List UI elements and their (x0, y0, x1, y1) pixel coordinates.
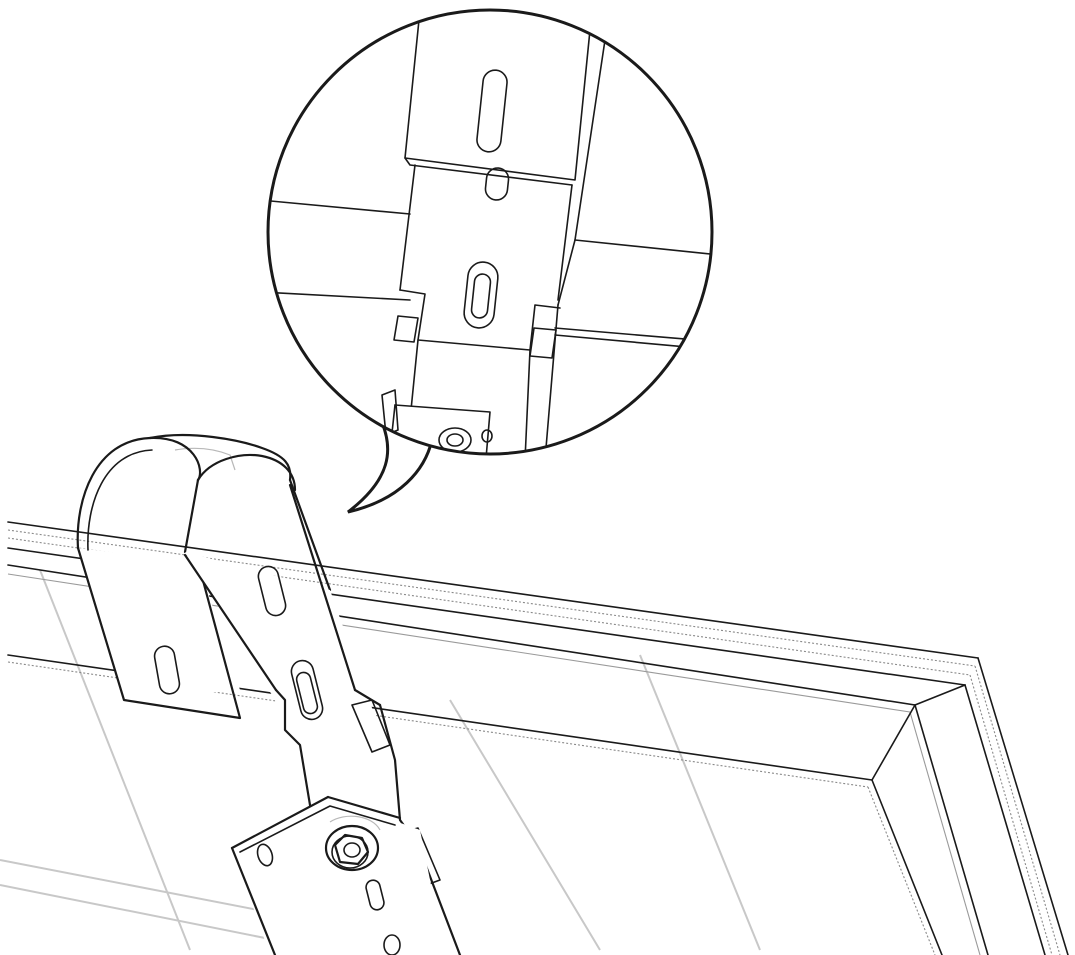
bolt-icon (324, 815, 381, 872)
solar-panel (0, 521, 1069, 955)
detail-callout (266, 8, 714, 514)
panel-cell-grid (0, 569, 761, 951)
magnifier-circle (266, 8, 714, 456)
panel-frame-right (867, 657, 1069, 955)
hook-bracket (76, 433, 462, 955)
